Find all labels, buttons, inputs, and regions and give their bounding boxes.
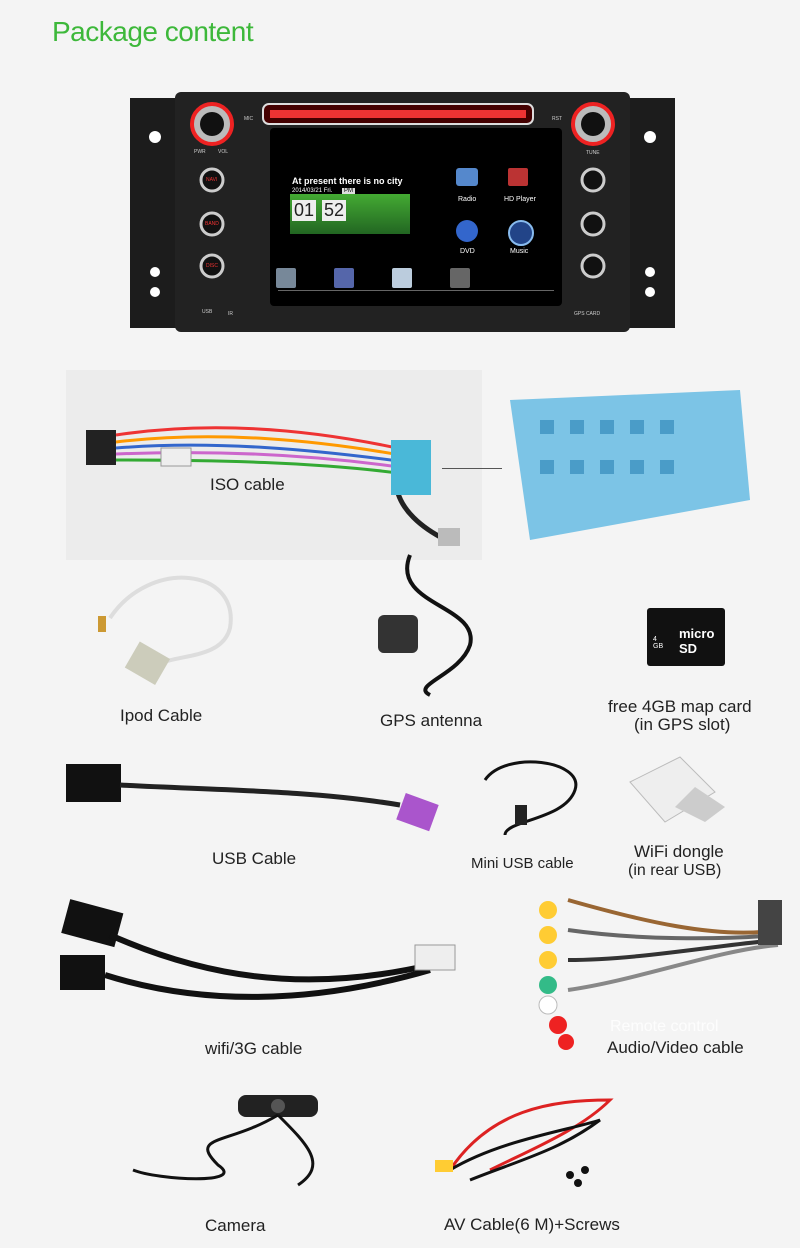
hd-player-icon[interactable] [508, 168, 528, 186]
dock-shelf [278, 290, 554, 291]
iso-cable-image [66, 370, 482, 560]
usb-cable-image [66, 764, 439, 832]
weather-text: At present there is no city [292, 176, 403, 186]
dock-app-icon[interactable] [392, 268, 412, 288]
tune-label: TUNE [586, 150, 600, 156]
av-cable-screws-caption: AV Cable(6 M)+Screws [444, 1215, 620, 1234]
page-title: Package content [52, 16, 254, 47]
map-card-caption-line2: (in GPS slot) [634, 715, 731, 734]
connector-closeup-image [500, 380, 750, 540]
microsd-card-image: micro SD 4 GB [647, 608, 725, 666]
usb-label: USB [202, 309, 213, 315]
remote-control-caption: Remote control [610, 1018, 719, 1035]
app-dvd[interactable]: DVD [460, 248, 475, 255]
ipod-cable-image [98, 575, 233, 685]
disc-button: DISC [206, 263, 218, 269]
wifi-dongle-caption-line2: (in rear USB) [628, 862, 722, 879]
wifi-dongle-caption-line1: WiFi dongle [634, 842, 724, 861]
iso-cable-illustration [86, 426, 460, 546]
dock-app-icon[interactable] [276, 268, 296, 288]
radio-icon[interactable] [456, 168, 478, 186]
ir-label: IR [228, 311, 233, 317]
connector-pointer-line [442, 468, 502, 469]
camera-image [132, 1095, 318, 1187]
date-text: 2014/03/21 Fri. [292, 188, 333, 194]
av-cable-caption: Audio/Video cable [607, 1038, 744, 1057]
wifi-dongle-image [629, 756, 725, 823]
mini-usb-cable-caption: Mini USB cable [471, 855, 574, 872]
navi-button: NAVI [206, 177, 218, 183]
app-hd-player[interactable]: HD Player [504, 196, 536, 203]
clock-minutes: 52 [322, 200, 347, 221]
camera-caption: Camera [205, 1216, 266, 1235]
mic-label: MIC [244, 116, 254, 122]
head-unit-screen: At present there is no city 2014/03/21 F… [270, 128, 562, 306]
music-icon[interactable] [508, 220, 534, 246]
pwr-label: PWR [194, 149, 206, 155]
microsd-logo: micro SD [679, 626, 715, 656]
wifi-3g-cable-image [60, 899, 456, 1000]
band-button: BAND [205, 221, 219, 227]
gps-antenna-image [378, 554, 473, 697]
gps-card-label: GPS CARD [574, 311, 601, 317]
dock-app-icon[interactable] [334, 268, 354, 288]
mini-usb-cable-image [483, 760, 578, 836]
dvd-icon[interactable] [456, 220, 478, 242]
gps-antenna-caption: GPS antenna [380, 711, 483, 730]
microsd-size: 4 GB [653, 636, 664, 650]
dock-app-icon[interactable] [450, 268, 470, 288]
av-harness-image [538, 898, 782, 1050]
ampm-badge: PM [342, 188, 355, 194]
map-card-caption-line1: free 4GB map card [608, 697, 752, 716]
vol-label: VOL [218, 149, 229, 155]
iso-cable-caption: ISO cable [210, 475, 285, 494]
rst-label: RST [552, 116, 562, 122]
ipod-cable-caption: Ipod Cable [120, 706, 203, 725]
av-cable-screws-image [435, 1098, 614, 1187]
wifi-3g-cable-caption: wifi/3G cable [205, 1039, 303, 1058]
clock-hours: 01 [292, 200, 317, 221]
usb-cable-caption: USB Cable [212, 849, 297, 868]
app-radio[interactable]: Radio [458, 196, 477, 203]
app-music[interactable]: Music [510, 248, 529, 255]
